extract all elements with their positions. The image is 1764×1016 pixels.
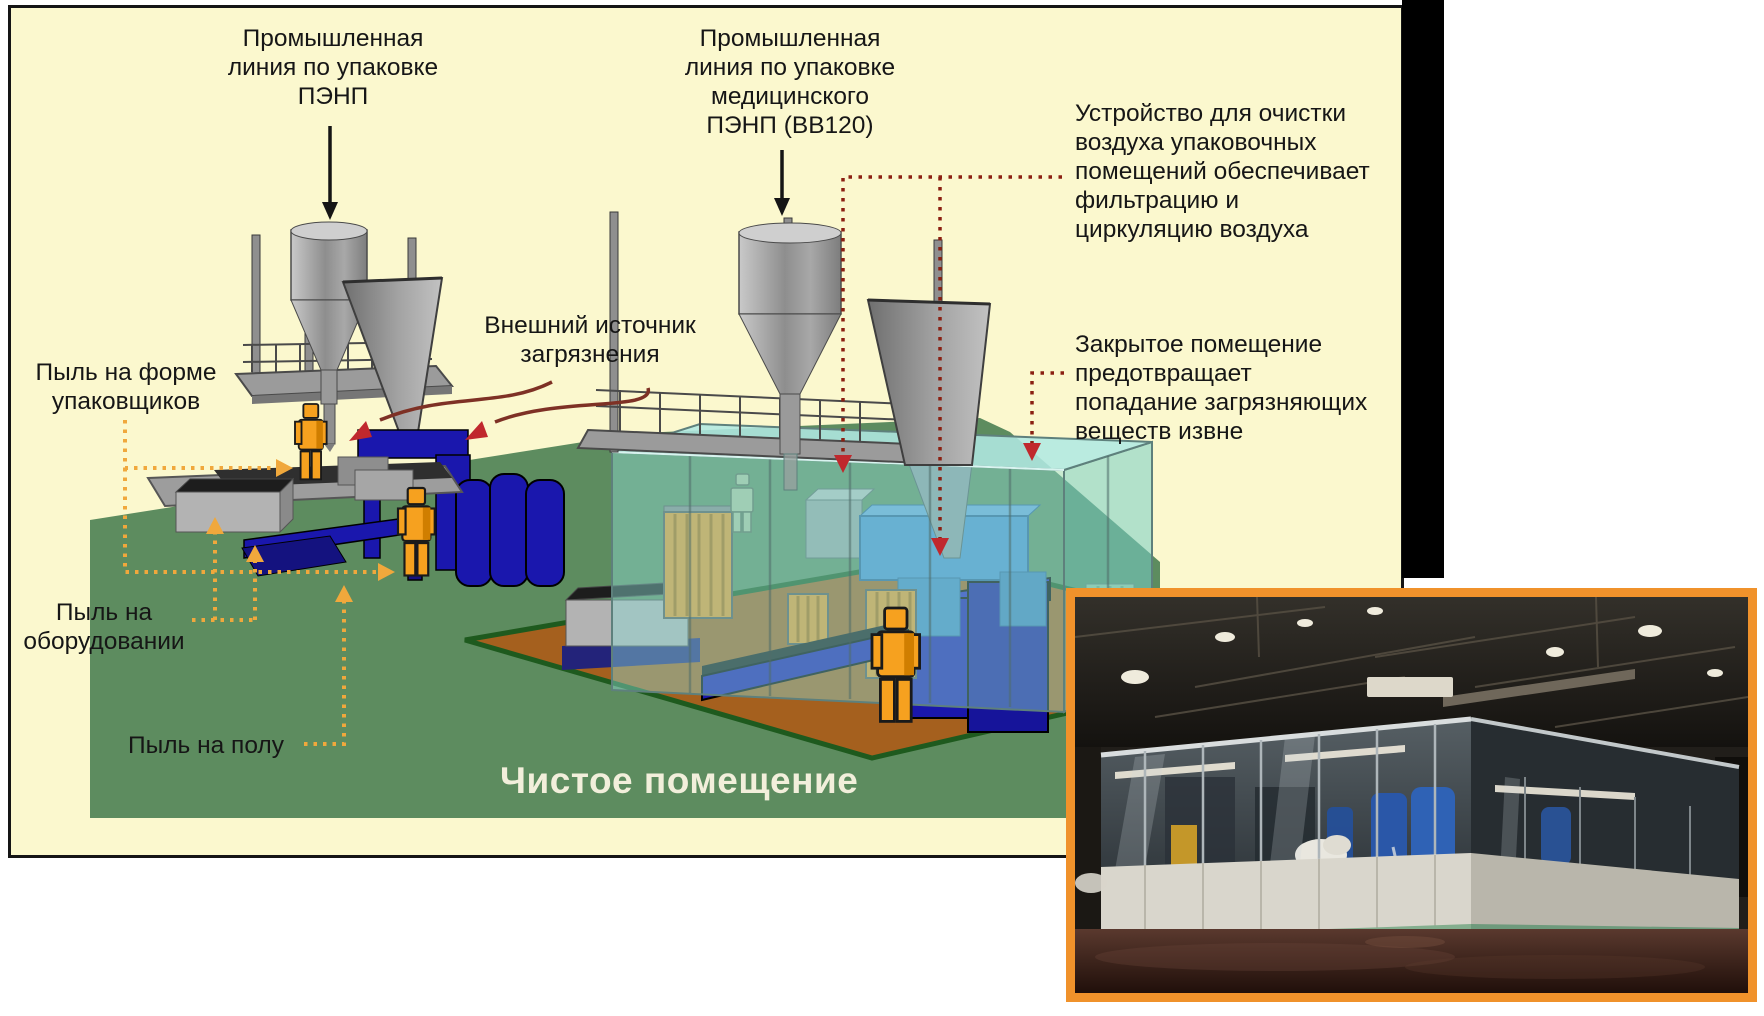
label-line: ПЭНП (BB120): [706, 112, 874, 139]
floor-reflections: [1075, 873, 1705, 979]
label-line: воздуха упаковочных: [1075, 129, 1317, 156]
label-line: Внешний источник: [484, 312, 696, 339]
label-line: упаковщиков: [51, 388, 201, 415]
cleanroom-structure: [1100, 716, 1740, 945]
cleanroom-photo-image: [1075, 597, 1748, 993]
label-line: оборудовании: [23, 628, 185, 655]
label-external-source: Внешний источник загрязнения: [452, 311, 728, 369]
label-line: веществ извне: [1075, 418, 1244, 445]
label-line: Пыль на форме: [35, 359, 217, 386]
label-line: попадание загрязняющих: [1075, 389, 1368, 416]
label-line: фильтрацию и: [1075, 187, 1240, 214]
label-line: Промышленная: [242, 25, 424, 52]
label-line: Пыль на полу: [128, 732, 284, 759]
label-dust-on-packers: Пыль на форме упаковщиков: [20, 358, 232, 416]
factory-floor: [1075, 929, 1748, 993]
clean-room-title: Чистое помещение: [500, 760, 859, 801]
label-industrial-line-medical: Промышленная линия по упаковке медицинск…: [640, 24, 940, 140]
label-line: циркуляцию воздуха: [1075, 216, 1309, 243]
label-line: линия по упаковке: [227, 54, 439, 81]
label-line: Пыль на: [55, 599, 153, 626]
ceiling-pipe: [1443, 669, 1635, 707]
cleanroom-photo: [1066, 588, 1757, 1002]
label-line: Закрытое помещение: [1075, 331, 1323, 358]
white-panels: [1101, 853, 1471, 941]
label-line: линия по упаковке: [684, 54, 896, 81]
label-industrial-line-penp: Промышленная линия по упаковке ПЭНП: [188, 24, 478, 111]
label-line: помещений обеспечивает: [1075, 158, 1370, 185]
label-line: Устройство для очистки: [1075, 100, 1347, 127]
right-black-bar: [1402, 0, 1444, 578]
label-dust-on-floor: Пыль на полу: [128, 731, 328, 760]
label-line: загрязнения: [520, 341, 660, 368]
label-line: ПЭНП: [297, 83, 369, 110]
label-line: Промышленная: [699, 25, 881, 52]
label-air-cleaning-device: Устройство для очистки воздуха упаковочн…: [1075, 99, 1405, 244]
label-dust-on-equipment: Пыль на оборудовании: [6, 598, 202, 656]
label-line: медицинского: [710, 83, 870, 110]
label-closed-room: Закрытое помещение предотвращает попадан…: [1075, 330, 1415, 446]
label-line: предотвращает: [1075, 360, 1252, 387]
